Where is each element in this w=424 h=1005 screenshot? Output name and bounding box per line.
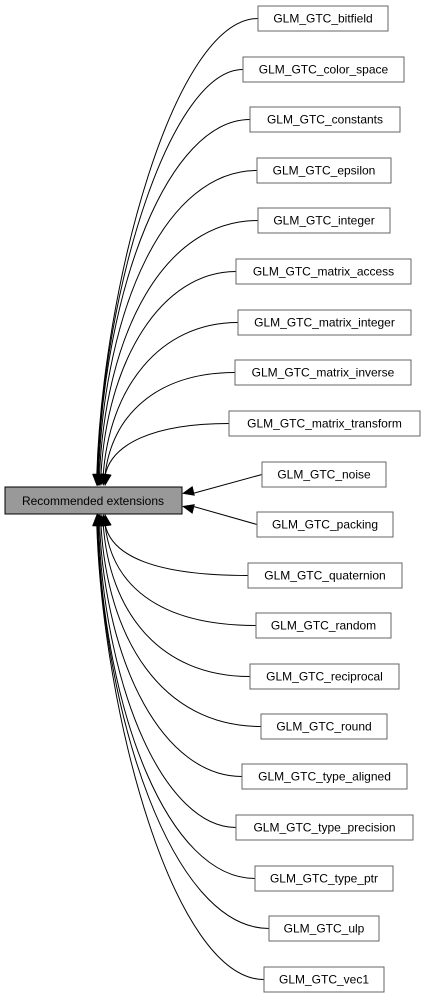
node-box: [261, 461, 387, 488]
node-label: GLM_GTC_matrix_inverse: [252, 366, 395, 380]
node-glm-gtc-color-space[interactable]: GLM_GTC_color_space: [242, 56, 405, 83]
node-glm-gtc-packing[interactable]: GLM_GTC_packing: [256, 511, 394, 538]
edge-glm-gtc-random: [104, 523, 257, 626]
node-glm-gtc-reciprocal[interactable]: GLM_GTC_reciprocal: [249, 663, 400, 690]
root-node-box: [4, 486, 183, 515]
node-box: [268, 915, 380, 942]
edge-glm-gtc-matrix-inverse: [104, 372, 236, 477]
edge-layer: [92, 18, 270, 980]
node-box: [242, 56, 405, 83]
node-glm-gtc-matrix-transform[interactable]: GLM_GTC_matrix_transform: [228, 410, 421, 437]
root-node[interactable]: Recommended extensions: [4, 486, 183, 515]
node-label: GLM_GTC_type_aligned: [258, 770, 391, 784]
node-glm-gtc-integer[interactable]: GLM_GTC_integer: [257, 207, 391, 234]
node-glm-gtc-quaternion[interactable]: GLM_GTC_quaternion: [247, 562, 403, 589]
node-box: [241, 763, 408, 790]
edge-glm-gtc-bitfield: [96, 18, 259, 477]
arrowhead: [182, 485, 195, 496]
node-label: GLM_GTC_epsilon: [273, 164, 376, 178]
edge-glm-gtc-packing: [193, 506, 258, 525]
node-box: [237, 309, 412, 336]
node-box: [256, 511, 394, 538]
edge-glm-gtc-reciprocal: [102, 523, 251, 677]
edge-glm-gtc-matrix-access: [100, 271, 237, 477]
node-box: [263, 966, 385, 993]
node-box: [228, 410, 421, 437]
edge-glm-gtc-type-aligned: [99, 523, 243, 777]
node-label: GLM_GTC_round: [276, 720, 371, 734]
node-glm-gtc-ulp[interactable]: GLM_GTC_ulp: [268, 915, 380, 942]
node-label: GLM_GTC_noise: [277, 468, 371, 482]
edge-glm-gtc-round: [100, 523, 262, 727]
node-glm-gtc-type-aligned[interactable]: GLM_GTC_type_aligned: [241, 763, 408, 790]
node-label: GLM_GTC_matrix_transform: [247, 417, 402, 431]
arrowhead: [92, 514, 103, 527]
node-label: GLM_GTC_vec1: [279, 973, 369, 987]
node-glm-gtc-type-precision[interactable]: GLM_GTC_type_precision: [235, 814, 414, 841]
node-glm-gtc-epsilon[interactable]: GLM_GTC_epsilon: [256, 157, 392, 184]
node-label: GLM_GTC_constants: [267, 113, 383, 127]
node-box: [235, 814, 414, 841]
arrowhead: [182, 504, 195, 514]
node-glm-gtc-constants[interactable]: GLM_GTC_constants: [249, 106, 401, 133]
node-label: GLM_GTC_packing: [272, 518, 378, 532]
node-glm-gtc-round[interactable]: GLM_GTC_round: [260, 713, 388, 740]
node-box: [254, 865, 394, 892]
node-box: [234, 359, 412, 386]
node-glm-gtc-vec1[interactable]: GLM_GTC_vec1: [263, 966, 385, 993]
node-label: GLM_GTC_random: [271, 619, 376, 633]
edge-glm-gtc-constants: [97, 119, 251, 477]
node-label: GLM_GTC_integer: [273, 214, 374, 228]
node-label: GLM_GTC_type_precision: [253, 821, 395, 835]
edge-glm-gtc-noise: [193, 474, 263, 494]
node-label: GLM_GTC_matrix_integer: [254, 316, 395, 330]
root-node-label: Recommended extensions: [22, 494, 164, 508]
node-box: [249, 663, 400, 690]
node-label: GLM_GTC_quaternion: [264, 569, 385, 583]
edge-glm-gtc-type-ptr: [97, 523, 256, 879]
node-glm-gtc-random[interactable]: GLM_GTC_random: [255, 612, 392, 639]
edge-glm-gtc-ulp: [96, 523, 270, 929]
node-glm-gtc-matrix-integer[interactable]: GLM_GTC_matrix_integer: [237, 309, 412, 336]
node-box: [249, 106, 401, 133]
node-glm-gtc-noise[interactable]: GLM_GTC_noise: [261, 461, 387, 488]
arrowhead: [101, 473, 112, 486]
edge-glm-gtc-epsilon: [97, 170, 258, 477]
edge-glm-gtc-matrix-transform: [104, 423, 230, 477]
edge-glm-gtc-color-space: [96, 69, 244, 477]
edge-glm-gtc-vec1: [96, 523, 265, 980]
node-glm-gtc-type-ptr[interactable]: GLM_GTC_type_ptr: [254, 865, 394, 892]
node-box: [257, 5, 389, 32]
node-layer: Recommended extensions GLM_GTC_bitfieldG…: [4, 5, 421, 993]
node-label: GLM_GTC_type_ptr: [270, 872, 378, 886]
node-box: [257, 207, 391, 234]
node-glm-gtc-bitfield[interactable]: GLM_GTC_bitfield: [257, 5, 389, 32]
node-box: [256, 157, 392, 184]
node-label: GLM_GTC_reciprocal: [266, 670, 383, 684]
node-glm-gtc-matrix-inverse[interactable]: GLM_GTC_matrix_inverse: [234, 359, 412, 386]
node-label: GLM_GTC_matrix_access: [253, 265, 394, 279]
edge-glm-gtc-matrix-integer: [102, 322, 239, 477]
node-label: GLM_GTC_ulp: [284, 922, 365, 936]
node-glm-gtc-matrix-access[interactable]: GLM_GTC_matrix_access: [235, 258, 412, 285]
node-box: [235, 258, 412, 285]
node-label: GLM_GTC_bitfield: [273, 12, 372, 26]
node-box: [260, 713, 388, 740]
edge-glm-gtc-integer: [98, 220, 259, 477]
node-box: [247, 562, 403, 589]
edge-glm-gtc-type-precision: [97, 523, 237, 828]
edge-glm-gtc-quaternion: [104, 523, 249, 576]
node-box: [255, 612, 392, 639]
node-label: GLM_GTC_color_space: [259, 63, 389, 77]
